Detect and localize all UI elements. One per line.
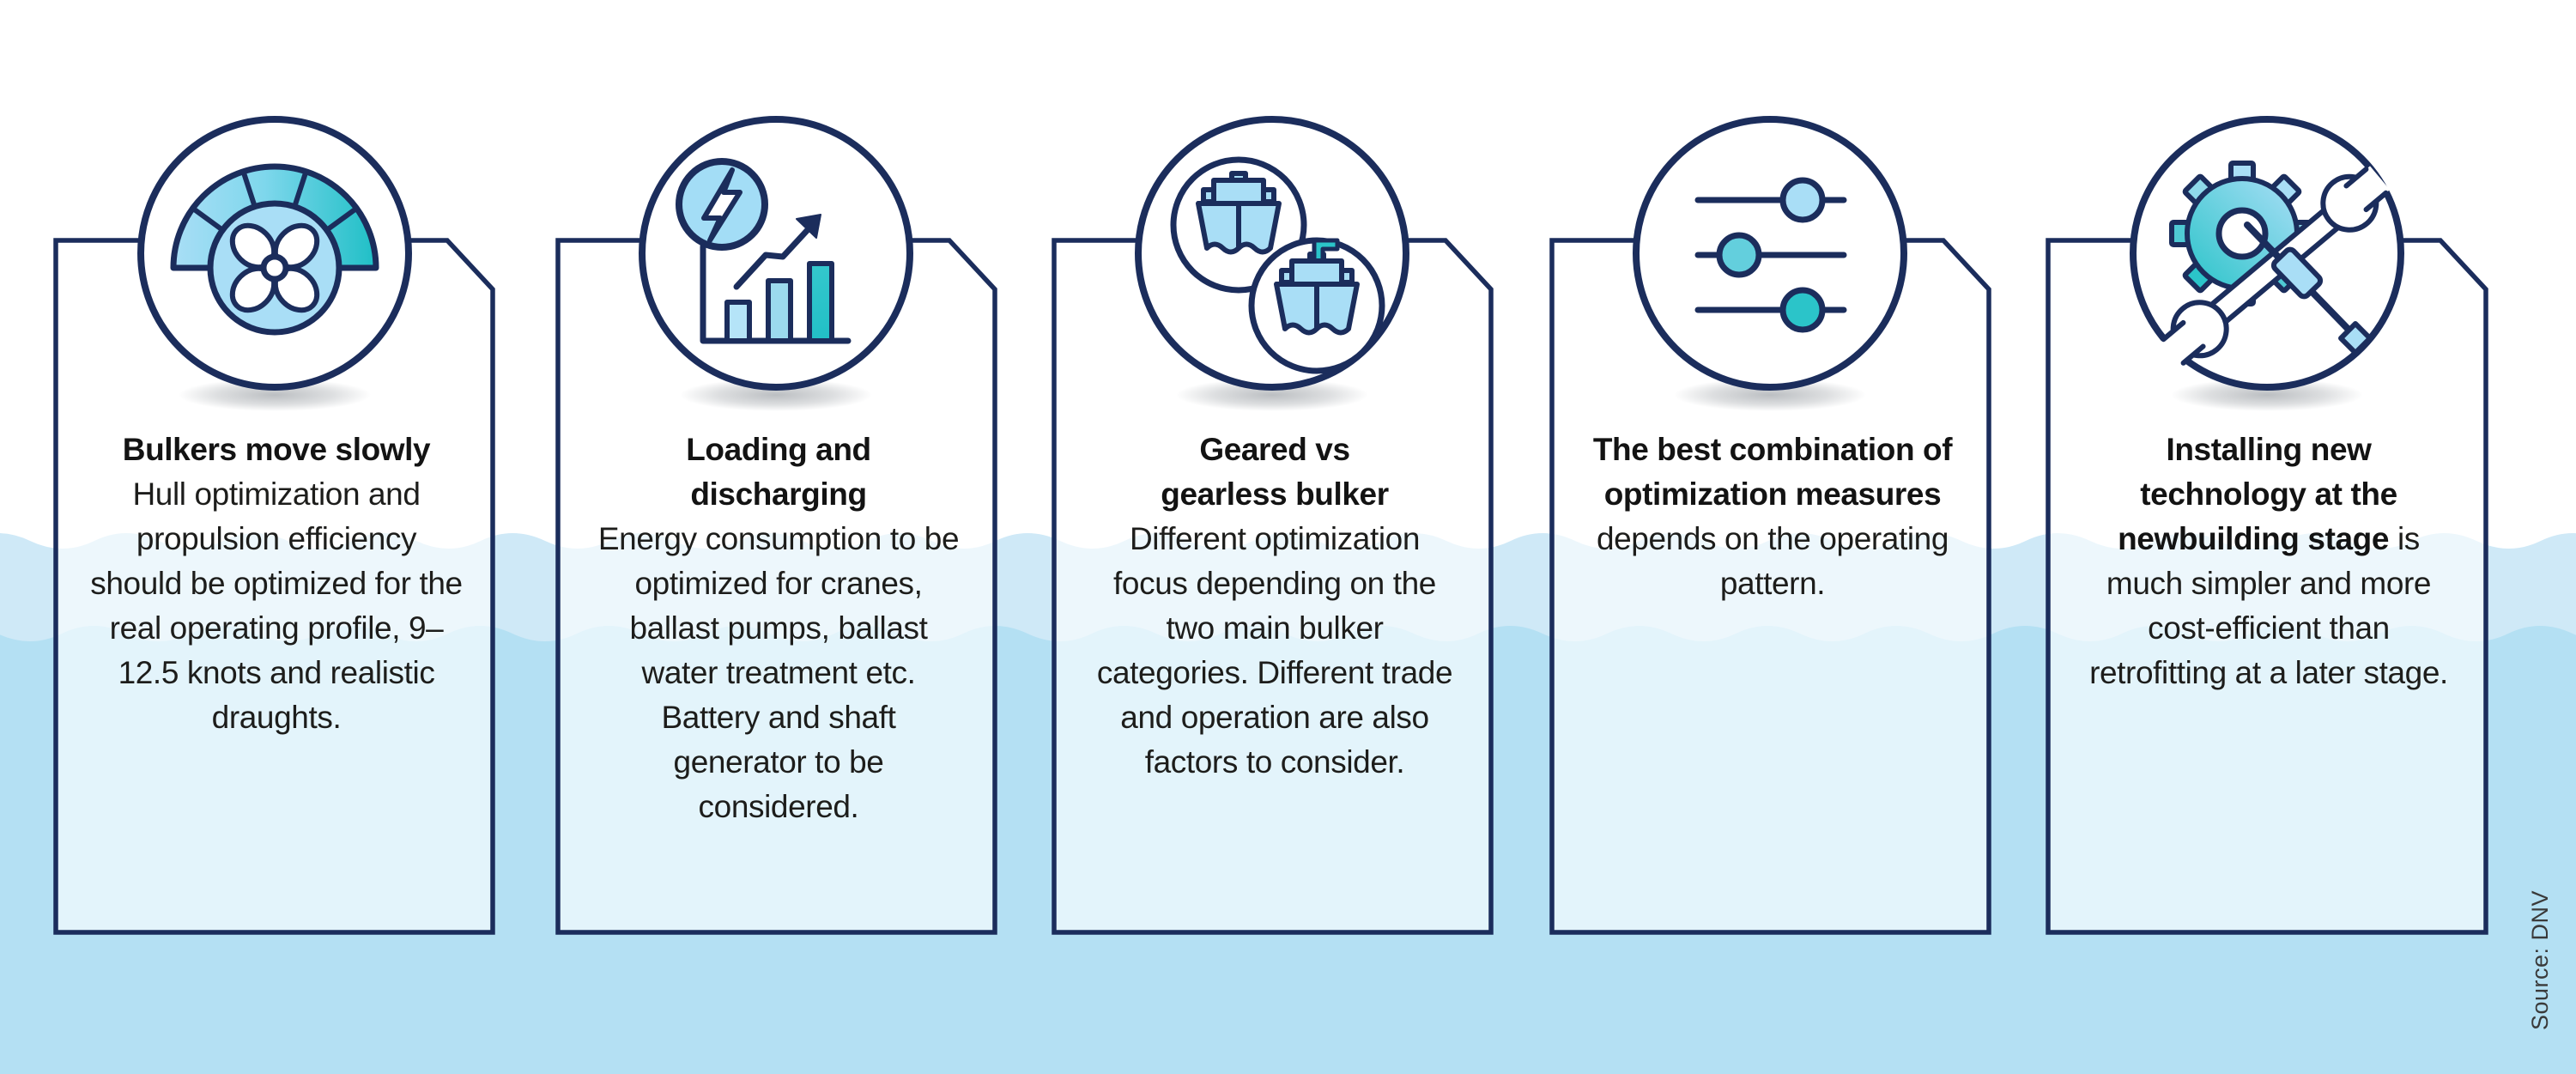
card-2-heading: Loading and discharging [686, 432, 871, 512]
card-5-body: is much simpler and more cost-efficient … [2089, 521, 2448, 690]
card-5-text: Installing new technology at the newbuil… [2082, 428, 2455, 695]
card-1-paragraph: Hull optimization and propulsion efficie… [90, 472, 463, 740]
card-1-body: Hull optimization and propulsion efficie… [90, 476, 463, 735]
slider-knob-bottom [1779, 287, 1826, 333]
card-5-bold: Installing new technology at the newbuil… [2118, 432, 2397, 556]
source-credit: Source: DNV [2527, 889, 2553, 1030]
card-4-text: The best combination of optimization mea… [1586, 428, 1959, 606]
slider-knob-middle [1716, 232, 1762, 278]
geared-gearless-ships-icon [1135, 116, 1409, 391]
screwdriver [2244, 221, 2373, 355]
card-5-paragraph: Installing new technology at the newbuil… [2082, 428, 2455, 695]
card-4-bold: The best combination of optimization mea… [1592, 432, 1953, 512]
card-3-paragraph: Different optimization focus depending o… [1088, 517, 1461, 785]
card-4-body: depends on the operating pattern. [1596, 521, 1949, 601]
card-panels [53, 238, 2488, 935]
speed-gauge-propeller-icon [137, 116, 412, 391]
arrowhead [796, 214, 821, 239]
card-3-text: Geared vs gearless bulker Different opti… [1088, 428, 1461, 785]
card-2-text: Loading and discharging Energy consumpti… [592, 428, 965, 829]
lightning-bolt [701, 167, 742, 243]
card-4-paragraph: The best combination of optimization mea… [1586, 428, 1959, 606]
energy-bar-chart-icon [639, 116, 913, 391]
card-2-paragraph: Energy consumption to be optimized for c… [592, 517, 965, 829]
card-3-body: Different optimization focus depending o… [1096, 521, 1453, 780]
gearless-ship [1196, 171, 1282, 255]
card-1-heading: Bulkers move slowly [122, 432, 431, 467]
option-sliders-icon [1633, 116, 1907, 391]
icon-shadows [179, 379, 2363, 411]
geared-ship [1274, 238, 1360, 336]
card-2-body: Energy consumption to be optimized for c… [597, 521, 960, 824]
slider-knob-top [1779, 177, 1826, 223]
gear-wrench-screwdriver-icon [2130, 116, 2404, 391]
card-1-text: Bulkers move slowly Hull optimization an… [90, 428, 463, 740]
card-3-heading: Geared vs gearless bulker [1161, 432, 1389, 512]
